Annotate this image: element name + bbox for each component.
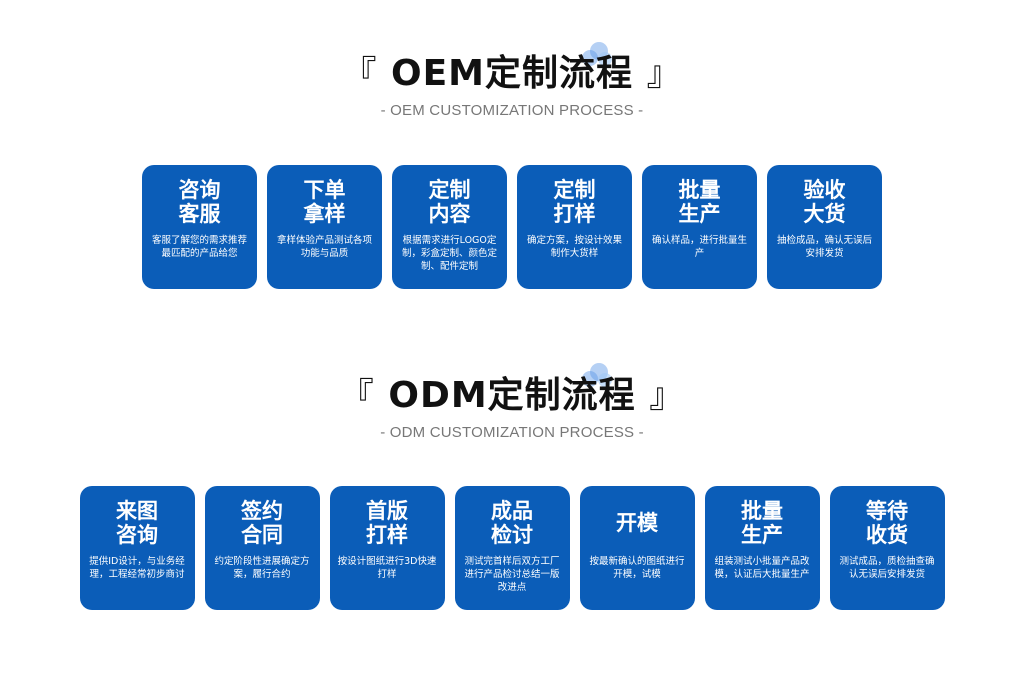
step-title-line1: 批量 [741, 499, 783, 523]
step-title-line2: 生产 [741, 523, 783, 547]
step-desc: 按设计图纸进行3D快速打样 [337, 556, 437, 580]
step-title-line1: 开模 [616, 511, 658, 535]
step-desc: 客服了解您的需求推荐最匹配的产品给您 [151, 235, 247, 259]
odm-title: 『 ODM定制流程 』 [0, 374, 1024, 418]
bracket-left: 『 [342, 54, 378, 94]
step-desc: 拿样体验产品测试各项功能与品质 [276, 235, 372, 259]
step-desc: 组装测试小批量产品改模，认证后大批量生产 [714, 556, 810, 580]
step-title-line2: 生产 [678, 202, 721, 226]
step-title-line1: 下单 [303, 178, 346, 202]
oem-step-1: 咨询客服 客服了解您的需求推荐最匹配的产品给您 [142, 165, 257, 289]
odm-step-1: 来图咨询 提供ID设计，与业务经理，工程经常初步商讨 [79, 486, 195, 610]
step-desc: 根据需求进行LOGO定制，彩盒定制、颜色定制、配件定制 [401, 235, 497, 272]
step-title-line2: 打样 [366, 523, 408, 547]
step-desc: 测试成品，质检抽查确认无误后安排发货 [839, 556, 935, 580]
oem-step-2: 下单拿样 拿样体验产品测试各项功能与品质 [267, 165, 382, 289]
step-title-line2: 大货 [803, 202, 846, 226]
step-desc: 确认样品，进行批量生产 [651, 235, 747, 259]
step-title-line2: 内容 [428, 202, 471, 226]
step-title-line1: 首版 [366, 499, 408, 523]
step-desc: 提供ID设计，与业务经理，工程经常初步商讨 [89, 556, 185, 580]
step-desc: 确定方案，按设计效果制作大货样 [526, 235, 622, 259]
step-title-line1: 定制 [553, 178, 596, 202]
odm-step-2: 签约合同 约定阶段性进展确定方案，履行合约 [204, 486, 320, 610]
bracket-left: 『 [339, 376, 375, 416]
odm-title-text: ODM定制流程 [388, 375, 636, 416]
step-title-line2: 咨询 [116, 523, 158, 547]
odm-step-7: 等待收货 测试成品，质检抽查确认无误后安排发货 [829, 486, 945, 610]
step-title-line2: 客服 [178, 202, 221, 226]
step-title-line1: 定制 [428, 178, 471, 202]
step-title-line1: 验收 [803, 178, 846, 202]
step-title-line1: 成品 [491, 499, 533, 523]
step-desc: 测试完首样后双方工厂进行产品检讨总结一版改进点 [464, 556, 560, 593]
step-title-line2: 打样 [553, 202, 596, 226]
oem-subtitle: - OEM CUSTOMIZATION PROCESS - [380, 102, 644, 119]
bracket-right: 』 [649, 376, 685, 416]
oem-step-5: 批量生产 确认样品，进行批量生产 [642, 165, 757, 289]
odm-steps: 来图咨询 提供ID设计，与业务经理，工程经常初步商讨 签约合同 约定阶段性进展确… [0, 486, 1024, 610]
odm-step-3: 首版打样 按设计图纸进行3D快速打样 [329, 486, 445, 610]
bubbles-icon [582, 363, 618, 391]
oem-title-text: OEM定制流程 [390, 53, 634, 94]
odm-step-6: 批量生产 组装测试小批量产品改模，认证后大批量生产 [704, 486, 820, 610]
step-title-line2: 拿样 [303, 202, 346, 226]
step-title-line2: 检讨 [491, 523, 533, 547]
step-title-line2: 收货 [866, 523, 908, 547]
bubbles-icon [582, 42, 618, 70]
step-desc: 约定阶段性进展确定方案，履行合约 [214, 556, 310, 580]
odm-step-5: 开模 按最新确认的图纸进行开模，试模 [579, 486, 695, 610]
step-desc: 抽检成品，确认无误后安排发货 [776, 235, 872, 259]
step-title-line1: 等待 [866, 499, 908, 523]
oem-step-4: 定制打样 确定方案，按设计效果制作大货样 [517, 165, 632, 289]
odm-step-4: 成品检讨 测试完首样后双方工厂进行产品检讨总结一版改进点 [454, 486, 570, 610]
step-title-line1: 签约 [241, 499, 283, 523]
odm-subtitle: - ODM CUSTOMIZATION PROCESS - [380, 424, 644, 441]
step-title-line1: 批量 [678, 178, 721, 202]
step-title-line1: 来图 [116, 499, 158, 523]
oem-step-3: 定制内容 根据需求进行LOGO定制，彩盒定制、颜色定制、配件定制 [392, 165, 507, 289]
step-title-line1: 咨询 [178, 178, 221, 202]
oem-steps: 咨询客服 客服了解您的需求推荐最匹配的产品给您 下单拿样 拿样体验产品测试各项功… [0, 165, 1024, 289]
step-title-line2: 合同 [241, 523, 283, 547]
bracket-right: 』 [646, 54, 682, 94]
oem-title: 『 OEM定制流程 』 [0, 52, 1024, 96]
step-desc: 按最新确认的图纸进行开模，试模 [589, 556, 685, 580]
oem-step-6: 验收大货 抽检成品，确认无误后安排发货 [767, 165, 882, 289]
